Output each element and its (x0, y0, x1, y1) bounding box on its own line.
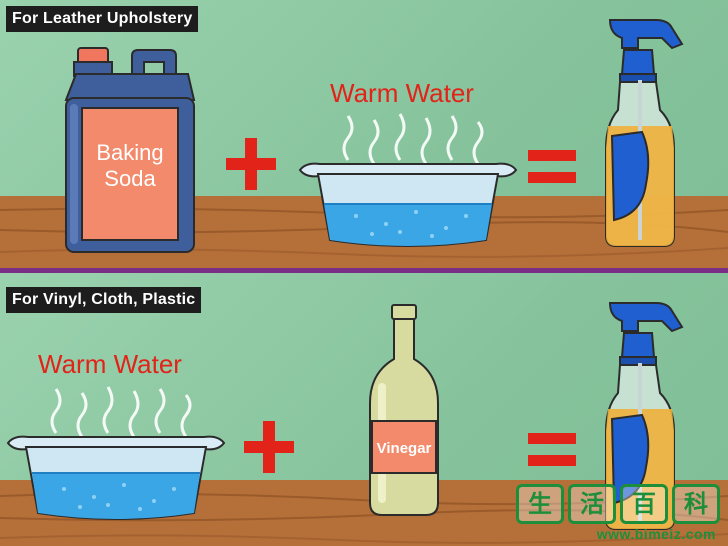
bottom-section-label: For Vinyl, Cloth, Plastic (6, 287, 201, 313)
bottom-panel: For Vinyl, Cloth, Plastic Warm Water (0, 273, 728, 546)
bowl-icon (296, 112, 520, 252)
bowl-icon (4, 385, 228, 525)
jug-label-line1: Baking (96, 140, 163, 165)
watermark-char: 科 (672, 484, 720, 524)
jug-label-line2: Soda (104, 166, 156, 191)
jug-icon: Baking Soda (60, 44, 200, 256)
watermark-char: 活 (568, 484, 616, 524)
plus-icon (226, 138, 276, 190)
watermark-char: 百 (620, 484, 668, 524)
top-panel: For Leather Upholstery Baking Soda Warm … (0, 0, 728, 268)
vinegar-label: Vinegar (377, 440, 432, 457)
equals-icon (528, 150, 576, 184)
plus-icon (244, 421, 294, 473)
watermark-char: 生 (516, 484, 564, 524)
equals-icon (528, 433, 576, 467)
watermark: 生 活 百 科 www.bimeiz.com (520, 484, 720, 542)
spray-bottle-icon (602, 14, 692, 252)
vinegar-bottle-icon: Vinegar (366, 303, 442, 519)
top-section-label: For Leather Upholstery (6, 6, 198, 32)
watermark-characters: 生 活 百 科 (516, 484, 720, 524)
bottom-water-label: Warm Water (38, 349, 182, 380)
top-water-label: Warm Water (330, 78, 474, 109)
watermark-url: www.bimeiz.com (597, 526, 716, 542)
